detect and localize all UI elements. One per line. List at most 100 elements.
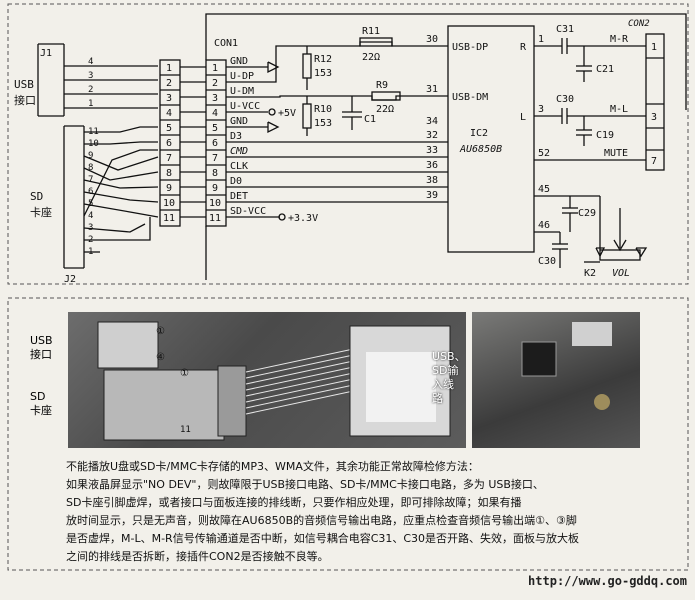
con1-pin: 1 <box>212 63 218 74</box>
photo-pin11: 11 <box>180 425 191 435</box>
ic-pin: 3 <box>538 104 544 115</box>
con2-pin: 7 <box>651 156 657 167</box>
description-line: 不能播放U盘或SD卡/MMC卡存储的MP3、WMA文件，其余功能正常故障检修方法… <box>66 460 479 473</box>
j1-label: J1 <box>40 48 52 59</box>
c30-label: C30 <box>556 94 574 105</box>
con1-pin: 5 <box>212 123 218 134</box>
footer-url[interactable]: http://www.go-gddq.com <box>528 574 687 588</box>
j1-pin: 2 <box>88 85 93 95</box>
photo-path-line4: 路 <box>432 392 443 405</box>
photo-usb-line2-text: 接口 <box>30 348 52 361</box>
photo-sd-line2: 卡座 <box>30 404 52 417</box>
j2-pin: 1 <box>88 247 93 257</box>
k2-label: K2 <box>584 268 596 279</box>
photo-usb-label: USB 接口 <box>30 334 53 362</box>
ic-pin: 38 <box>426 175 438 186</box>
schematic-frame <box>7 3 689 285</box>
ic-pin: 45 <box>538 184 550 195</box>
r12-value: 153 <box>314 68 332 79</box>
ic-pin: 32 <box>426 130 438 141</box>
ic-usb-dm: USB-DM <box>452 92 488 103</box>
bridge-pin: 1 <box>166 63 172 74</box>
j2-pin: 9 <box>88 151 93 161</box>
plus33v-label: +3.3V <box>288 213 318 224</box>
con1-signal: D0 <box>230 176 242 187</box>
con1-signal: U-DM <box>230 86 254 97</box>
con1-signal: DET <box>230 191 248 202</box>
description-line: 之间的排线是否拆断，接插件CON2是否接触不良等。 <box>66 550 329 563</box>
description-line: SD卡座引脚虚焊，或者接口与面板连接的排线断，只要作相应处理，即可排除故障；如果… <box>66 496 522 509</box>
r9-label: R9 <box>376 80 388 91</box>
bridge-pin: 8 <box>166 168 172 179</box>
usb-label-line2: 接口 <box>14 94 36 107</box>
description-line: 如果液晶屏显示"NO DEV"，则故障限于USB接口电路、SD卡/MMC卡接口电… <box>66 478 544 491</box>
j2-label: J2 <box>64 274 76 285</box>
ic-pin: 39 <box>426 190 438 201</box>
plus5v-label: +5V <box>278 108 296 119</box>
r11-label: R11 <box>362 26 380 37</box>
con1-signal: U-VCC <box>230 101 260 112</box>
c30b-label: C30 <box>538 256 556 267</box>
bridge-pin: 6 <box>166 138 172 149</box>
con1-pin: 9 <box>212 183 218 194</box>
r10-label: R10 <box>314 104 332 115</box>
ic-pin: 30 <box>426 34 438 45</box>
con1-signal: CLK <box>230 161 248 172</box>
m-l-label: M-L <box>610 104 628 115</box>
j2-pin: 2 <box>88 235 93 245</box>
c1-label: C1 <box>364 114 376 125</box>
bridge-pin: 9 <box>166 183 172 194</box>
con1-signal: GND <box>230 56 248 67</box>
photo-path-line3: 入线 <box>432 378 454 391</box>
board-photo-left: USB ① ④ ① 11 <box>68 312 466 448</box>
j2-pin: 3 <box>88 223 93 233</box>
description-line: 是否虚焊，M-L、M-R信号传输通道是否中断，如信号耦合电容C31、C30是否开… <box>66 532 580 545</box>
photo-circ1b: ① <box>180 368 189 379</box>
con1-pin: 10 <box>209 198 221 209</box>
ic-pin: 33 <box>426 145 438 156</box>
photo-path-line2: SD输 <box>432 364 459 377</box>
bridge-pin: 4 <box>166 108 172 119</box>
con1-signal: U-DP <box>230 71 254 82</box>
sd-label-line1: SD <box>30 190 43 203</box>
bridge-pin: 7 <box>166 153 172 164</box>
description-line: 放时间显示，只是无声音，则故障在AU6850B的音频信号输出电路，应重点检查音频… <box>66 514 577 527</box>
ic-r-pin: R <box>520 42 527 53</box>
con1-pin: 7 <box>212 153 218 164</box>
con2-pin: 1 <box>651 42 657 53</box>
r11-value: 22Ω <box>362 52 380 63</box>
photo-sd-line1: SD <box>30 390 46 403</box>
c29-label: C29 <box>578 208 596 219</box>
con1-pin: 3 <box>212 93 218 104</box>
photo-sd-label: SD 卡座 <box>30 390 52 418</box>
con1-pin: 11 <box>209 213 221 224</box>
ic-part: AU6850B <box>459 144 502 155</box>
ic-pin: 46 <box>538 220 550 231</box>
ic-pin: 52 <box>538 148 550 159</box>
bridge-pin: 2 <box>166 78 172 89</box>
ic-pin: 1 <box>538 34 544 45</box>
photo-circ4: ④ <box>156 352 165 363</box>
vol-label: VOL <box>612 268 630 279</box>
con1-label: CON1 <box>214 38 238 49</box>
j1-pin: 4 <box>88 57 93 67</box>
bridge-pin: 5 <box>166 123 172 134</box>
ic-name: IC2 <box>470 128 488 139</box>
j2-pin: 8 <box>88 163 93 173</box>
usb-label-line1: USB <box>14 78 34 91</box>
photo-circ1: ① <box>156 326 165 337</box>
bridge-pin: 11 <box>163 213 175 224</box>
ic-pin: 31 <box>426 84 438 95</box>
board-photo-right <box>472 312 640 448</box>
photo-usb-line1-text: USB <box>30 334 53 347</box>
con1-signal: GND <box>230 116 248 127</box>
r9-value: 22Ω <box>376 104 394 115</box>
con2-pin: 3 <box>651 112 657 123</box>
r12-label: R12 <box>314 54 332 65</box>
description-frame <box>7 297 689 571</box>
con2-label: CON2 <box>628 19 650 29</box>
j2-pin: 5 <box>88 199 93 209</box>
j1-pin: 3 <box>88 71 93 81</box>
j2-pin: 11 <box>88 127 99 137</box>
